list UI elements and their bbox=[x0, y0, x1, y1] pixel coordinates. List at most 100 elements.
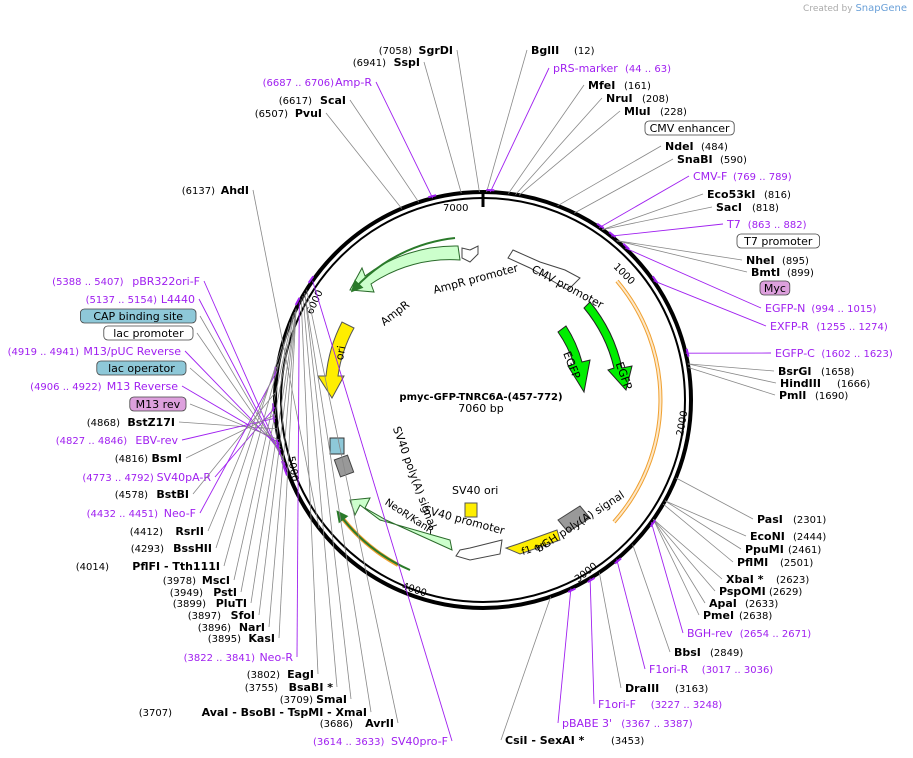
right-econi-leader bbox=[664, 500, 747, 537]
left-bsabi-coord: (3755) bbox=[245, 683, 278, 694]
label-cmv-promoter: CMV promoter bbox=[529, 263, 605, 312]
right-cmv-f-leader bbox=[599, 175, 690, 228]
left-psti-label: PstI bbox=[213, 586, 237, 599]
left-rsrii-leader bbox=[207, 363, 279, 532]
label-ori: ori bbox=[333, 345, 348, 361]
right-prs-marker-coord: (44 .. 63) bbox=[625, 64, 671, 75]
tick-2000: 2000 bbox=[675, 410, 690, 437]
right-nrui-coord: (208) bbox=[642, 94, 669, 105]
right-csii-sexai-leader bbox=[500, 596, 552, 741]
right-f1ori-f-label: F1ori-F bbox=[598, 698, 636, 711]
right-nrui-label: NruI bbox=[606, 92, 633, 105]
left-neo-r-mark bbox=[294, 297, 301, 306]
left-sv40pa-r-label: SV40pA-R bbox=[157, 471, 212, 484]
right-apai-label: ApaI bbox=[709, 597, 737, 610]
left-m13-puc-reverse-label: M13/pUC Reverse bbox=[83, 345, 181, 358]
label-sv40-ori: SV40 ori bbox=[452, 484, 498, 497]
left-sfoi-coord: (3897) bbox=[188, 611, 221, 622]
credit-prefix: Created by bbox=[803, 4, 853, 14]
right-ppumi-leader bbox=[664, 500, 742, 550]
left-lac-operator-leader bbox=[189, 367, 281, 448]
top-amp-r-label: Amp-R bbox=[335, 76, 372, 89]
left-avai-bsobi-tspmi-xmai-coord: (3707) bbox=[139, 708, 172, 719]
left-m13-puc-reverse-coord: (4919 .. 4941) bbox=[8, 347, 80, 358]
left-sv40pro-f-label: SV40pro-F bbox=[391, 735, 448, 748]
right-f1ori-r-label: F1ori-R bbox=[649, 663, 689, 676]
top-bglii-label: BglII bbox=[531, 44, 559, 57]
f1-ori-arrow bbox=[504, 529, 561, 555]
left-bsmi-leader bbox=[185, 414, 276, 459]
left-bsshii-leader bbox=[215, 346, 283, 549]
top-sgrdi-label: SgrDI bbox=[419, 44, 453, 57]
right-pasi-label: PasI bbox=[757, 513, 783, 526]
left-rsrii-label: RsrII bbox=[175, 525, 204, 538]
right-pmli-coord: (1690) bbox=[815, 391, 848, 402]
left-avrii-leader bbox=[306, 289, 399, 724]
left-msci-coord: (3978) bbox=[163, 576, 196, 587]
right-snabi-label: SnaBI bbox=[677, 153, 713, 166]
right-egfp-c-mark bbox=[685, 348, 690, 357]
left-bstbi-label: BstBI bbox=[156, 488, 189, 501]
left-pflfi-tth111i-label: PflFI - Tth111I bbox=[132, 560, 220, 573]
right-nhei-coord: (895) bbox=[782, 256, 809, 267]
left-m13-rev-box bbox=[129, 396, 187, 412]
right-exfp-r-mark bbox=[651, 275, 659, 284]
right-t7-promoter-box bbox=[736, 233, 820, 249]
left-m13-rev-label: M13 rev bbox=[136, 398, 181, 411]
orange-region-arc bbox=[612, 279, 663, 524]
right-snabi-leader bbox=[574, 158, 674, 214]
left-pbr322ori-f-mark bbox=[283, 467, 288, 476]
right-pbabe-3-label: pBABE 3' bbox=[562, 717, 612, 730]
left-lac-operator-label: lac operator bbox=[108, 362, 175, 375]
tick-7000: 7000 bbox=[443, 203, 468, 214]
right-pmei-leader bbox=[653, 519, 700, 616]
right-nhei-label: NheI bbox=[746, 254, 775, 267]
right-t7-leader bbox=[611, 223, 724, 237]
right-draiii-leader bbox=[598, 572, 622, 689]
left-ebv-rev-label: EBV-rev bbox=[135, 434, 178, 447]
left-msci-label: MscI bbox=[202, 574, 230, 587]
snapgene-logo: SnapGene bbox=[855, 3, 907, 14]
top-sspi-leader bbox=[423, 61, 462, 194]
right-bbsi-leader bbox=[632, 544, 671, 653]
right-ndei-label: NdeI bbox=[665, 140, 694, 153]
right-pbabe-3-mark bbox=[567, 587, 576, 593]
left-smai-leader bbox=[304, 292, 352, 700]
top-scai-leader bbox=[349, 99, 420, 203]
right-csii-sexai-label: CsiI - SexAI * bbox=[505, 734, 585, 747]
right-egfp-n-label: EGFP-N bbox=[765, 302, 805, 315]
left-pbr322ori-f-coord: (5388 .. 5407) bbox=[52, 277, 124, 288]
right-cmv-enhancer-label: CMV enhancer bbox=[650, 122, 730, 135]
right-pmei-coord: (2638) bbox=[739, 611, 772, 622]
left-neo-f-leader bbox=[199, 370, 278, 514]
left-ahdi-label: AhdI bbox=[221, 184, 249, 197]
left-ebv-rev-coord: (4827 .. 4846) bbox=[56, 436, 128, 447]
left-cap-binding-site-leader bbox=[199, 315, 285, 462]
right-apai-leader bbox=[653, 519, 706, 604]
right-exfp-r-leader bbox=[653, 280, 767, 327]
left-smai-label: SmaI bbox=[316, 693, 347, 706]
right-prs-marker-label: pRS-marker bbox=[553, 62, 618, 75]
right-eco53ki-leader bbox=[602, 193, 704, 230]
egfp-arrow-2 bbox=[583, 301, 633, 392]
right-t7-promoter-label: T7 promoter bbox=[743, 235, 813, 248]
left-avrii-coord: (3686) bbox=[320, 719, 353, 730]
left-bsshii-coord: (4293) bbox=[131, 544, 164, 555]
plasmid-size: 7060 bp bbox=[458, 402, 503, 415]
label-ampr: AmpR bbox=[378, 298, 412, 329]
right-bsrgi-label: BsrGI bbox=[778, 365, 811, 378]
left-ahdi-leader bbox=[252, 189, 320, 529]
left-l4440-mark bbox=[281, 460, 286, 470]
left-pluti-leader bbox=[250, 308, 297, 604]
left-m13-reverse-label: M13 Reverse bbox=[107, 380, 178, 393]
right-xbai-leader bbox=[653, 518, 723, 580]
left-psti-coord: (3949) bbox=[170, 588, 203, 599]
left-kasi-coord: (3895) bbox=[208, 634, 241, 645]
right-cmv-f-label: CMV-F bbox=[693, 170, 727, 183]
right-hindiii-coord: (1666) bbox=[837, 379, 870, 390]
left-eagi-label: EagI bbox=[287, 668, 314, 681]
top-sspi-label: SspI bbox=[394, 56, 420, 69]
left-m13-reverse-coord: (4906 .. 4922) bbox=[30, 382, 102, 393]
right-pmli-label: PmlI bbox=[779, 389, 806, 402]
left-bsabi-leader bbox=[302, 295, 338, 688]
